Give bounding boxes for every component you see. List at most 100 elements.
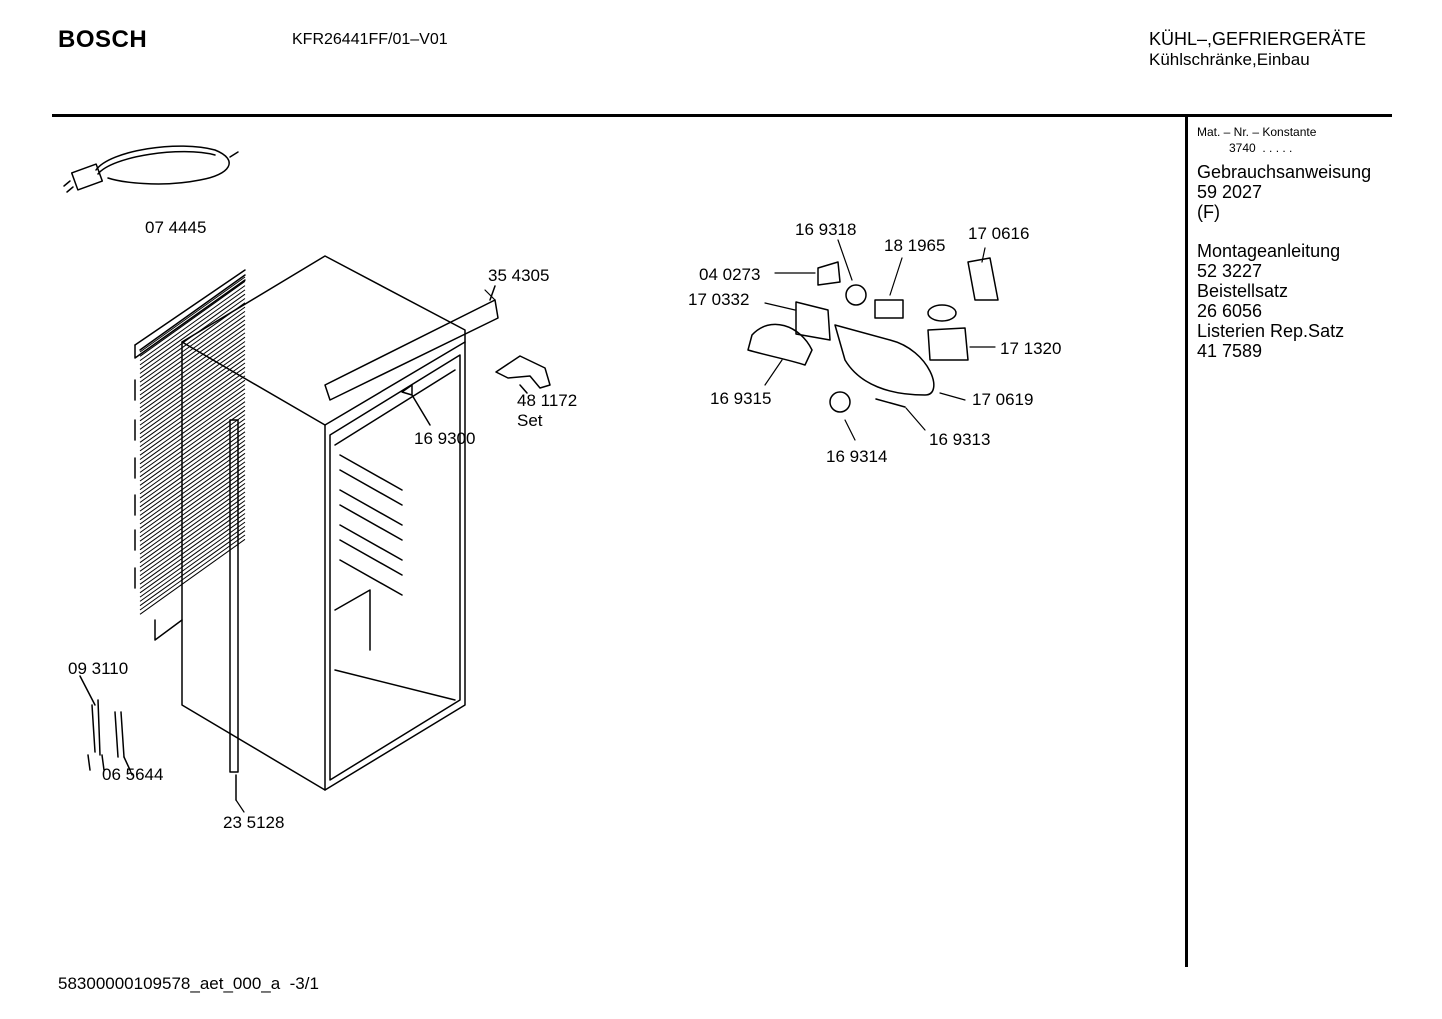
condenser-fin bbox=[139, 384, 246, 460]
doc-kit-title: Beistellsatz bbox=[1197, 281, 1289, 301]
condenser-fins bbox=[139, 276, 246, 615]
lamp-assembly-illustration bbox=[747, 257, 999, 413]
condenser-fin bbox=[139, 405, 246, 482]
sensor-clip-illustration bbox=[401, 384, 431, 426]
condenser-fin bbox=[139, 504, 246, 581]
part-label-bracket-set: Set bbox=[517, 411, 543, 430]
condenser-fin bbox=[139, 332, 246, 409]
condenser-fin bbox=[139, 470, 246, 546]
doc-manual-suffix: (F) bbox=[1197, 202, 1220, 222]
category-subtitle: Kühlschränke,Einbau bbox=[1149, 50, 1310, 69]
part-label-shade-plate: 17 0332 bbox=[688, 290, 750, 309]
doc-install-title: Montageanleitung bbox=[1197, 241, 1341, 261]
doc-repair-title: Listerien Rep.Satz bbox=[1197, 321, 1345, 341]
part-label-thermostat: 17 1320 bbox=[1000, 339, 1062, 358]
condenser-fin bbox=[139, 422, 246, 499]
part-label-switch-cover: 17 0616 bbox=[968, 224, 1030, 243]
part-label-thermo-b: 06 5644 bbox=[102, 765, 164, 784]
condenser-fin bbox=[139, 482, 246, 559]
model-number: KFR26441FF/01–V01 bbox=[292, 31, 448, 48]
leader-lines bbox=[129, 239, 996, 813]
condenser-fin bbox=[139, 319, 246, 396]
condenser-fin bbox=[139, 371, 246, 448]
condenser-fin bbox=[139, 431, 246, 508]
condenser-fin bbox=[139, 409, 246, 486]
condenser-fin bbox=[139, 435, 246, 512]
doc-repair-number: 41 7589 bbox=[1197, 341, 1263, 361]
condenser-fin bbox=[139, 457, 246, 534]
condenser-fin bbox=[139, 521, 246, 598]
doc-install-number: 52 3227 bbox=[1197, 261, 1263, 281]
condenser-fin bbox=[139, 341, 246, 417]
part-label-bulb: 04 0273 bbox=[699, 265, 761, 284]
condenser-fin bbox=[139, 323, 246, 400]
condenser-fin bbox=[139, 336, 246, 413]
mat-nr-value: 3740 . . . . . bbox=[1229, 141, 1293, 155]
brand-logo: BOSCH bbox=[58, 26, 148, 53]
condenser-fin bbox=[139, 452, 246, 529]
condenser-fin bbox=[139, 427, 246, 503]
condenser-fin bbox=[139, 525, 246, 602]
part-label-sensor-clip: 16 9300 bbox=[414, 429, 476, 448]
condenser-fin bbox=[139, 289, 246, 366]
footer-doc-id: 58300000109578_aet_000_a -3/1 bbox=[58, 974, 319, 993]
condenser-fin bbox=[139, 315, 246, 392]
condenser-fin bbox=[139, 358, 246, 435]
condenser-fin bbox=[139, 414, 246, 491]
condenser-fin bbox=[139, 439, 246, 516]
condenser-fin bbox=[139, 353, 246, 430]
part-label-door-strip: 23 5128 bbox=[223, 813, 285, 832]
condenser-fin bbox=[139, 306, 246, 383]
condenser-fin bbox=[139, 293, 246, 370]
condenser-fin bbox=[139, 280, 246, 357]
condenser-fin bbox=[139, 508, 246, 585]
condenser-fin bbox=[139, 500, 246, 577]
condenser-fin bbox=[139, 396, 246, 473]
condenser-fin bbox=[139, 362, 246, 439]
top-rail-illustration bbox=[324, 285, 499, 401]
condenser-fin bbox=[139, 461, 246, 538]
condenser-fin bbox=[139, 487, 246, 564]
doc-manual-title: Gebrauchsanweisung bbox=[1197, 162, 1372, 182]
condenser-fin bbox=[139, 418, 246, 495]
category-title: KÜHL–,GEFRIERGERÄTE bbox=[1149, 29, 1367, 49]
sidebar-divider bbox=[1185, 117, 1188, 967]
part-label-seal: 16 9313 bbox=[929, 430, 991, 449]
condenser-fin bbox=[139, 392, 246, 469]
part-label-lamp-holder: 18 1965 bbox=[884, 236, 946, 255]
part-label-lamp-cover: 17 0619 bbox=[972, 390, 1034, 409]
condenser-fin bbox=[139, 375, 246, 452]
condenser-fin bbox=[139, 478, 246, 555]
condenser-fin bbox=[139, 517, 246, 594]
mat-nr-header: Mat. – Nr. – Konstante bbox=[1197, 125, 1317, 139]
condenser-fin bbox=[139, 366, 246, 443]
condenser-fin bbox=[139, 465, 246, 542]
footer-page: -3/1 bbox=[289, 974, 319, 993]
cabinet-illustration bbox=[181, 255, 466, 791]
part-label-lamp-socket: 16 9318 bbox=[795, 220, 857, 239]
part-label-thermo-a: 09 3110 bbox=[68, 659, 129, 678]
condenser-fin bbox=[139, 388, 246, 465]
condenser-fin bbox=[139, 349, 246, 426]
header-divider bbox=[52, 114, 1392, 117]
doc-manual-number: 59 2027 bbox=[1197, 182, 1263, 202]
door-strip-illustration bbox=[229, 419, 239, 801]
part-label-light-housing: 16 9315 bbox=[710, 389, 772, 408]
condenser-fin bbox=[139, 474, 246, 551]
condenser-fin bbox=[139, 379, 246, 456]
condenser-fin bbox=[139, 530, 246, 607]
condenser-fin bbox=[139, 276, 246, 353]
condenser-fin bbox=[139, 285, 246, 362]
condenser-fin bbox=[139, 345, 246, 422]
part-label-top-rail: 35 4305 bbox=[488, 266, 550, 285]
condenser-fin bbox=[139, 328, 246, 405]
part-label-knob: 16 9314 bbox=[826, 447, 888, 466]
condenser-fin bbox=[139, 491, 246, 568]
part-label-bracket: 48 1172 bbox=[517, 391, 578, 410]
condenser-illustration bbox=[134, 269, 246, 641]
condenser-fin bbox=[139, 444, 246, 521]
doc-kit-number: 26 6056 bbox=[1197, 301, 1263, 321]
condenser-fin bbox=[139, 401, 246, 478]
condenser-fin bbox=[139, 534, 246, 611]
